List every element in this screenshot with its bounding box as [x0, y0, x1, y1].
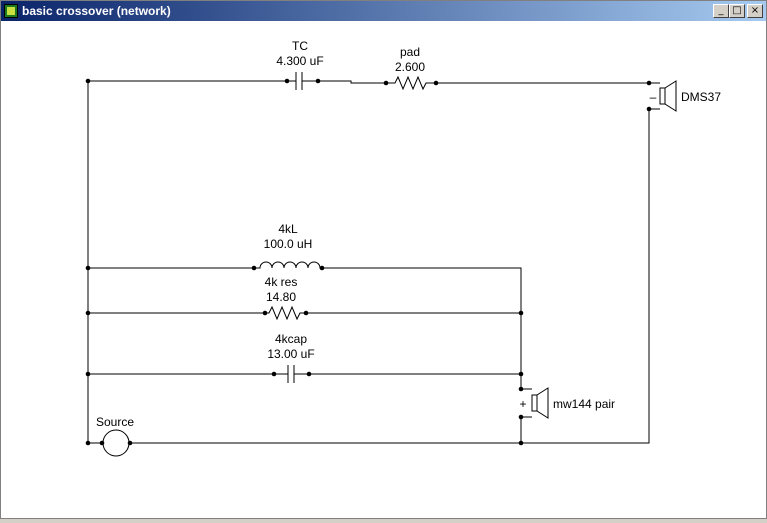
woofer-name-label: mw144 pair	[553, 397, 615, 411]
inductor-symbol[interactable]	[254, 261, 322, 269]
window-title: basic crossover (network)	[22, 4, 171, 18]
tweeter-speaker-icon[interactable]	[649, 80, 677, 112]
tc-name-label: TC	[292, 39, 308, 53]
wire-top-mid	[318, 80, 386, 84]
source-name-label: Source	[96, 415, 134, 429]
inductor-value-label: 100.0 uH	[264, 237, 313, 251]
wire-inductor-right	[322, 267, 522, 389]
source-icon[interactable]	[102, 429, 130, 457]
schematic-canvas[interactable]: TC 4.300 uF pad 2.600 – DMS37 4kL 100.	[1, 21, 766, 518]
connection-nodes	[85, 78, 652, 446]
resistor-symbol[interactable]	[265, 305, 306, 321]
minimize-button[interactable]: _	[713, 4, 729, 18]
tweeter-polarity-label: –	[650, 90, 657, 104]
tc-capacitor-symbol[interactable]	[287, 72, 318, 90]
wires	[87, 80, 650, 444]
wire-right-vertical	[521, 109, 650, 444]
capacitor-symbol[interactable]	[274, 365, 309, 383]
capacitor-name-label: 4kcap	[275, 332, 307, 346]
close-button[interactable]: ×	[747, 4, 763, 18]
inductor-name-label: 4kL	[278, 222, 298, 236]
app-icon[interactable]	[4, 4, 18, 18]
woofer-polarity-label: +	[519, 397, 526, 411]
pad-name-label: pad	[400, 45, 420, 59]
pad-resistor-symbol[interactable]	[386, 75, 436, 91]
tc-value-label: 4.300 uF	[276, 54, 323, 68]
pad-value-label: 2.600	[395, 60, 425, 74]
tweeter-name-label: DMS37	[681, 90, 721, 104]
capacitor-value-label: 13.00 uF	[267, 347, 314, 361]
resistor-value-label: 14.80	[266, 290, 296, 304]
resistor-name-label: 4k res	[265, 275, 298, 289]
title-bar[interactable]: basic crossover (network) _ □ ×	[1, 1, 766, 21]
maximize-button[interactable]: □	[729, 4, 745, 18]
schematic-diagram: TC 4.300 uF pad 2.600 – DMS37 4kL 100.	[85, 39, 721, 457]
wire-left-vertical	[87, 80, 287, 443]
